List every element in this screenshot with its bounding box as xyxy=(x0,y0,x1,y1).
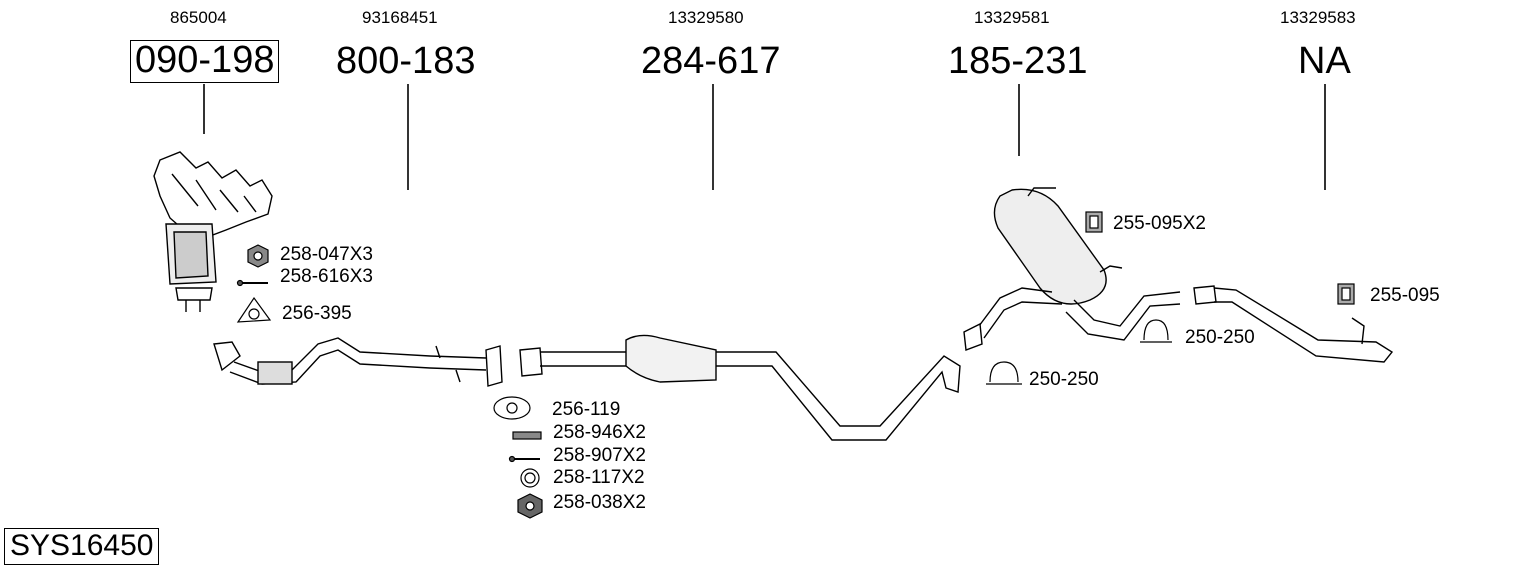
accessory-label: 258-616X3 xyxy=(280,266,373,287)
part-number-5: NA xyxy=(1298,40,1351,82)
oem-number-5: 13329583 xyxy=(1280,8,1356,27)
accessory-label: 255-095X2 xyxy=(1113,213,1206,234)
spring-icon xyxy=(512,431,542,440)
catalytic-converter-icon xyxy=(153,151,273,312)
accessory-label: 258-946X2 xyxy=(553,422,646,443)
accessory-label: 250-250 xyxy=(1185,327,1255,348)
front-pipe-icon xyxy=(213,337,503,387)
part-number-3: 284-617 xyxy=(641,40,781,82)
accessory-label: 258-117X2 xyxy=(553,467,645,488)
accessory-label: 258-047X3 xyxy=(280,244,373,265)
accessory-label: 258-038X2 xyxy=(553,492,646,513)
accessory-label: 256-395 xyxy=(282,303,352,324)
accessory-label: 258-907X2 xyxy=(553,445,646,466)
accessory-label: 255-095 xyxy=(1370,285,1440,306)
part-number-2: 800-183 xyxy=(336,40,476,82)
part-number-4: 185-231 xyxy=(948,40,1088,82)
clamp-icon xyxy=(986,361,1022,385)
middle-pipe-icon xyxy=(519,334,961,441)
oem-number-2: 93168451 xyxy=(362,8,438,27)
oem-number-4: 13329581 xyxy=(974,8,1050,27)
accessory-label: 250-250 xyxy=(1029,369,1099,390)
rear-silencer-icon xyxy=(963,187,1181,351)
oem-number-3: 13329580 xyxy=(668,8,744,27)
part-number-1: 090-198 xyxy=(130,40,280,83)
oem-number-1: 865004 xyxy=(170,8,227,27)
tail-pipe-icon xyxy=(1193,285,1394,363)
clamp-icon xyxy=(1140,319,1172,343)
accessory-label: 256-119 xyxy=(552,399,621,420)
system-id: SYS16450 xyxy=(4,528,160,565)
